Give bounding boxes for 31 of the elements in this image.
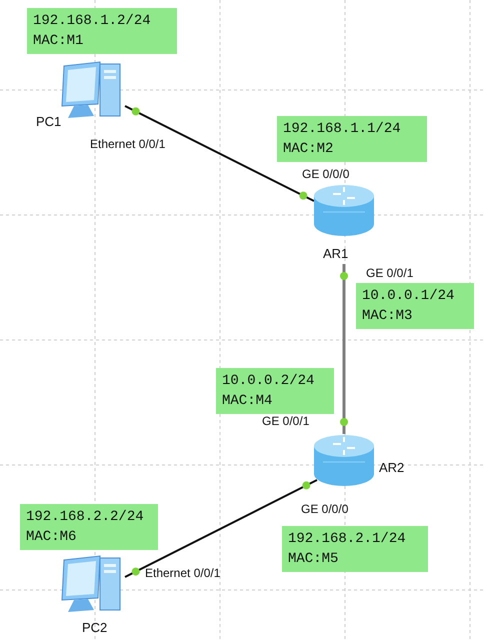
port-label: Ethernet 0/0/1 bbox=[90, 137, 166, 151]
address-box bbox=[282, 526, 428, 572]
address-box bbox=[356, 283, 474, 329]
address-text: 192.168.1.1/24 bbox=[283, 120, 402, 139]
link-line bbox=[124, 105, 314, 202]
address-box bbox=[20, 504, 158, 550]
address-text: 192.168.1.2/24 bbox=[33, 12, 152, 31]
device-name: AR1 bbox=[323, 246, 348, 262]
address-text: 192.168.2.2/24 bbox=[26, 508, 145, 527]
address-text: MAC:M3 bbox=[362, 307, 414, 326]
port-label: GE 0/0/1 bbox=[366, 266, 414, 280]
device-name: PC2 bbox=[82, 620, 108, 636]
port-label: GE 0/0/0 bbox=[302, 167, 350, 181]
address-text: MAC:M2 bbox=[283, 140, 334, 159]
address-text: 192.168.2.1/24 bbox=[288, 530, 407, 549]
device-name: AR2 bbox=[379, 460, 404, 476]
port-label: GE 0/0/1 bbox=[262, 414, 310, 428]
address-text: MAC:M4 bbox=[222, 392, 274, 411]
link-line bbox=[340, 264, 348, 434]
address-text: MAC:M5 bbox=[288, 550, 340, 569]
address-text: MAC:M6 bbox=[26, 528, 78, 547]
link-line bbox=[124, 479, 318, 578]
address-text: MAC:M1 bbox=[33, 32, 84, 51]
address-box bbox=[27, 8, 177, 54]
port-label: Ethernet 0/0/1 bbox=[145, 566, 220, 580]
address-box bbox=[216, 368, 334, 414]
address-box bbox=[277, 116, 427, 162]
device-name: PC1 bbox=[36, 114, 62, 130]
port-label: GE 0/0/0 bbox=[301, 502, 348, 516]
address-text: 10.0.0.1/24 bbox=[362, 287, 456, 306]
address-text: 10.0.0.2/24 bbox=[222, 372, 316, 391]
